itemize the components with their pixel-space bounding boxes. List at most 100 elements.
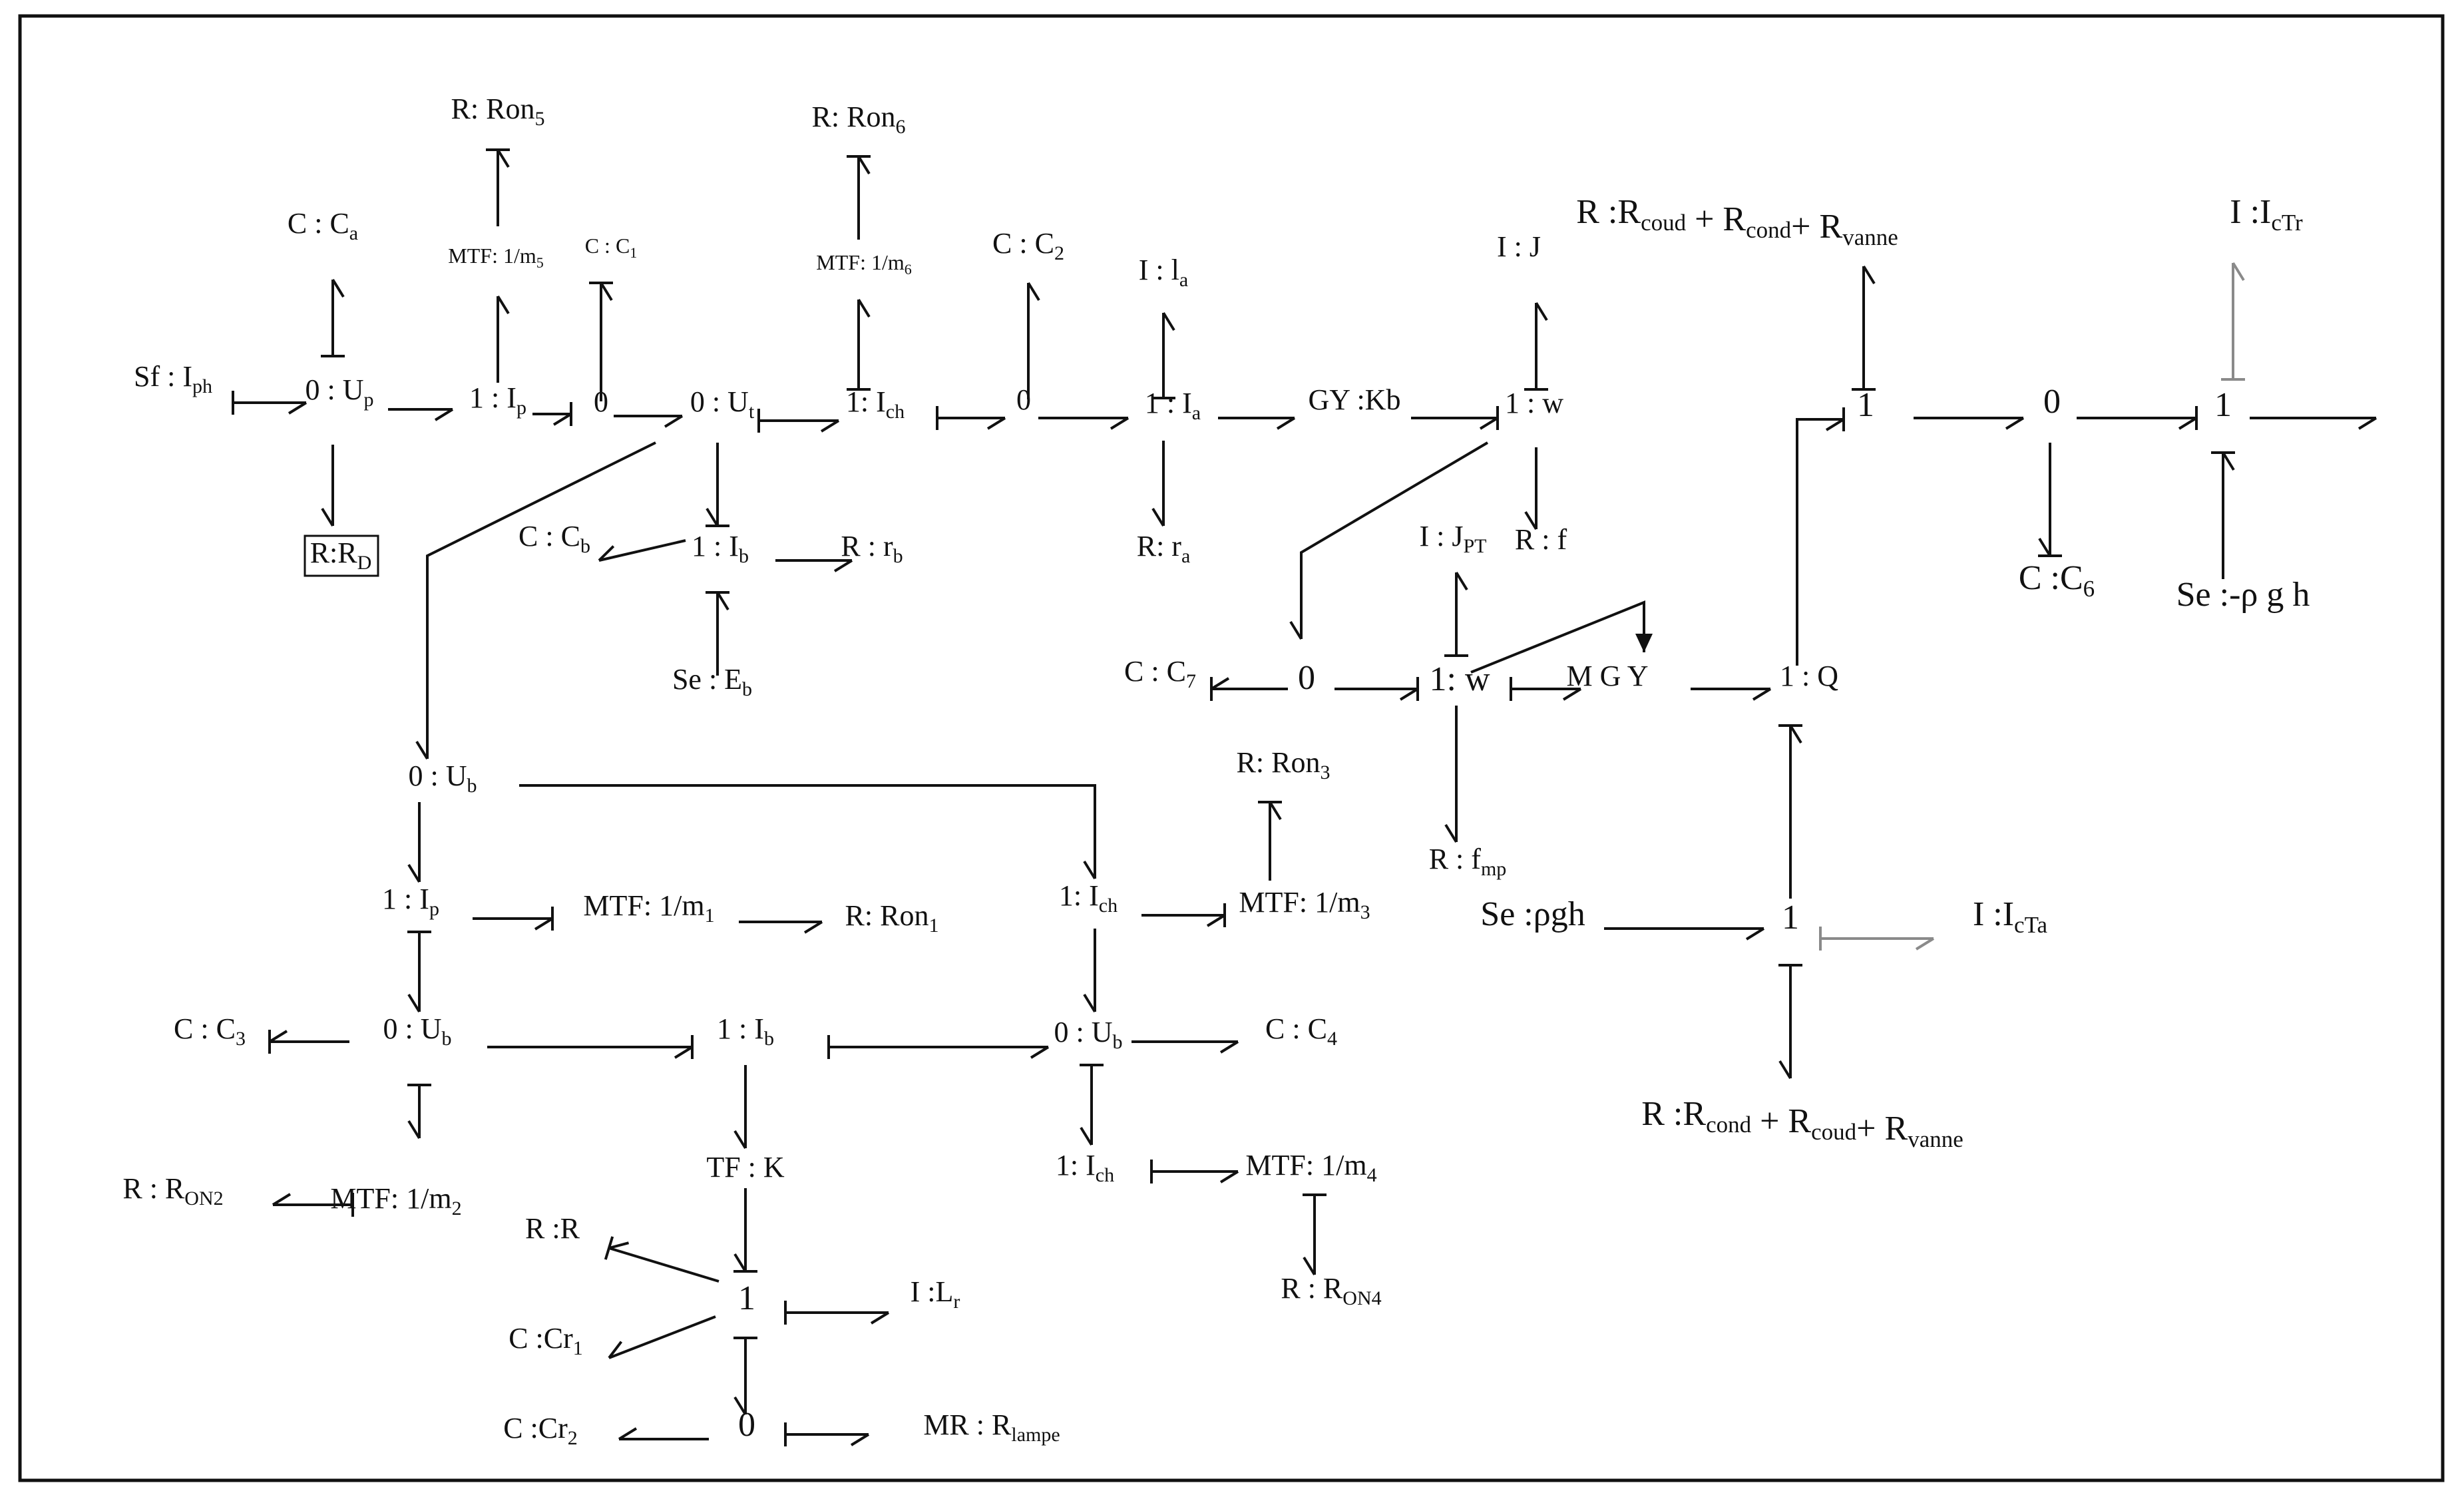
bond-half-arrow — [2358, 417, 2377, 430]
node-j1-a: 1 — [1857, 386, 1874, 424]
label-text: 1 — [1857, 386, 1874, 424]
node-mtf-m5: MTF: 1/m5 — [448, 244, 543, 271]
bond-half-arrow — [820, 419, 840, 433]
bond-half-arrow — [1778, 1060, 1792, 1080]
label-text: 1 — [2214, 386, 2232, 424]
bond-half-arrow — [1399, 688, 1419, 701]
bond-line — [608, 1247, 719, 1283]
node-j0-ub2: 0 : Ub — [383, 1012, 452, 1050]
bond-half-arrow — [552, 413, 572, 426]
label-subscript: ph — [192, 375, 212, 397]
bond-half-arrow — [733, 1396, 747, 1416]
label-subscript: 3 — [1360, 901, 1370, 923]
node-c-c7: C : C7 — [1124, 655, 1196, 692]
bond-half-arrow — [1915, 937, 1935, 951]
bond-half-arrow — [857, 155, 871, 175]
label-text: 1: I — [1059, 879, 1099, 912]
node-mgy: M G Y — [1566, 660, 1648, 692]
bond-half-arrow — [1219, 1170, 1239, 1183]
label-subscript: mp — [1481, 858, 1506, 880]
label-subscript: 2 — [568, 1427, 578, 1449]
label-subscript: vanne — [1842, 224, 1898, 250]
node-j1-ich-top: 1: Ich — [846, 385, 905, 423]
bond-half-arrow — [803, 921, 823, 934]
node-j1-w: 1 : w — [1505, 387, 1563, 419]
label-text: MTF: 1/m — [1245, 1149, 1366, 1181]
label-text: 1: I — [846, 385, 886, 418]
node-tf-k: TF : K — [706, 1151, 785, 1183]
node-j1-ib: 1 : Ib — [692, 530, 749, 567]
bond-half-arrow — [1027, 282, 1040, 302]
node-j0-c2: 0 — [1016, 383, 1031, 416]
node-j1-d: 1 — [1782, 899, 1799, 937]
node-r-r: R :R — [525, 1212, 580, 1245]
bond-half-arrow — [1524, 511, 1538, 531]
bond-half-arrow — [1269, 801, 1282, 821]
label-text: 1: I — [1056, 1149, 1096, 1181]
bond-half-arrow — [1083, 993, 1096, 1013]
label-subscript: ON2 — [184, 1187, 223, 1209]
node-gy-kb: GY :Kb — [1309, 383, 1401, 416]
label-subscript: 1 — [573, 1337, 583, 1359]
label-text: 0 — [1298, 659, 1315, 697]
node-c-c1: C : C1 — [585, 234, 638, 261]
node-j0-up: 0 : Up — [306, 373, 374, 411]
label-text: 1 : I — [1145, 387, 1192, 419]
bond-half-arrow — [2178, 417, 2198, 430]
bond-half-arrow — [833, 559, 853, 572]
node-c-c3: C : C3 — [174, 1012, 246, 1050]
label-subscript: cTa — [2014, 912, 2047, 938]
bond-half-arrow — [1745, 927, 1765, 941]
bond-half-arrow — [1289, 620, 1303, 640]
bond-half-arrow — [1444, 823, 1458, 843]
node-i-la: I : la — [1139, 254, 1188, 291]
node-r-ra: R: ra — [1137, 530, 1191, 567]
node-i-lr: I :Lr — [911, 1275, 960, 1313]
node-j0-lamp: 0 — [738, 1406, 755, 1444]
bond-half-arrow — [272, 1193, 292, 1206]
label-subscript: 5 — [536, 254, 544, 271]
label-text: R:R — [310, 536, 358, 569]
bond-half-arrow — [850, 1433, 870, 1446]
label-subscript: b — [764, 1028, 774, 1050]
label-subscript: 1 — [928, 915, 938, 937]
node-r-rb: R : rb — [841, 530, 903, 567]
label-subscript: b — [467, 775, 477, 797]
label-text: 0 : U — [409, 759, 467, 792]
bond-half-arrow — [407, 863, 421, 883]
label-text: C : C — [288, 207, 349, 240]
bond-half-arrow — [1162, 312, 1175, 331]
label-text: Se : E — [672, 663, 742, 696]
bond-half-arrow — [497, 295, 510, 315]
bond-line — [426, 441, 656, 759]
label-subscript: p — [516, 397, 526, 419]
bond-half-arrow — [1479, 417, 1499, 430]
node-c-c4: C : C4 — [1265, 1012, 1337, 1050]
label-text: + R — [1856, 1110, 1908, 1148]
label-text: C : C — [174, 1012, 236, 1045]
bond-half-arrow — [870, 1311, 890, 1325]
label-text: GY :Kb — [1309, 383, 1401, 416]
node-r-ron2: R : RON2 — [122, 1172, 223, 1209]
label-text: C : C — [1124, 655, 1186, 688]
bond-half-arrow — [674, 1046, 694, 1059]
label-subscript: 1 — [630, 244, 637, 261]
label-subscript: coud — [1641, 210, 1687, 236]
bond-half-arrow — [407, 1120, 421, 1140]
label-subscript: p — [429, 898, 439, 920]
node-r-ron4: R : RON4 — [1281, 1272, 1381, 1309]
label-text: 1 : w — [1505, 387, 1563, 419]
label-subscript: 1 — [705, 905, 715, 927]
label-text: I : J — [1497, 230, 1541, 263]
node-j1-ia: 1 : Ia — [1145, 387, 1201, 424]
label-text: MTF: 1/m — [330, 1182, 451, 1215]
label-text: R : R — [122, 1172, 185, 1205]
label-subscript: b — [442, 1028, 452, 1050]
node-mtf-m6: MTF: 1/m6 — [816, 250, 911, 278]
bond-arrowhead — [1635, 634, 1653, 652]
label-subscript: 6 — [2083, 576, 2095, 602]
node-r-f: R : f — [1515, 523, 1567, 556]
label-text: 1 — [738, 1279, 755, 1317]
node-j0-small: 0 — [594, 385, 608, 418]
